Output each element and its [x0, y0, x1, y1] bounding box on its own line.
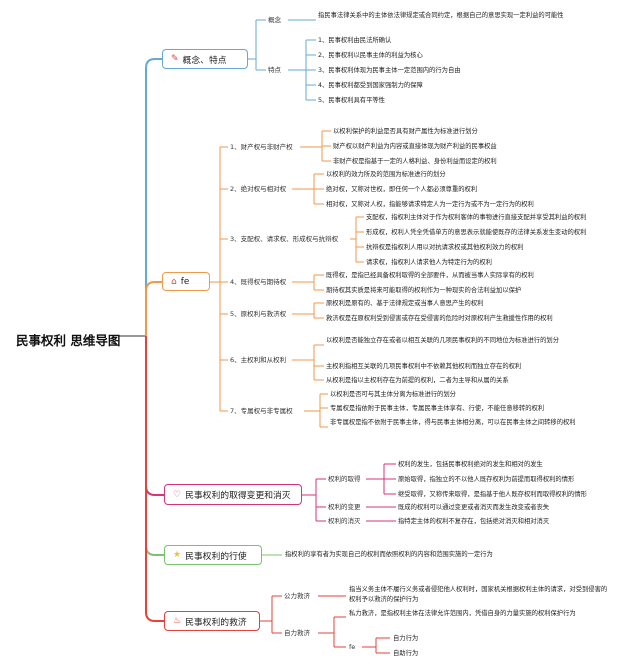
acquire-group-label: 权利的变更 [328, 503, 361, 511]
feature-item: 2、民事权利以民事主体的利益为核心 [318, 52, 423, 59]
type-group-label: 1、财产权与非财产权 [230, 143, 293, 151]
type-item: 绝对权，又称对世权，即任何一个人都必须尊重的权利 [326, 186, 478, 193]
type-group-label: 6、主权利和从权利 [230, 356, 287, 364]
relief-public-label: 公力救济 [284, 592, 310, 600]
type-item: 抗辩权是指权利人用以对抗请求权或其他权利效力的权利 [366, 244, 524, 251]
mind-map-root: 民事权利 思维导图 [16, 333, 121, 348]
type-item: 支配权，指权利主体对于作为权利客体的事物进行直接支配并享受其利益的权利 [366, 214, 587, 221]
house-icon: ⌂ [171, 276, 177, 287]
connector-line [145, 336, 164, 622]
feature-item: 1、民事权利由民法所确认 [318, 37, 392, 44]
type-item: 财产权以财产利益为内容或直接体现为财产利益的民事权益 [333, 143, 497, 150]
acquire-item: 权利的发生，包括民事权利绝对的发生和相对的发生 [398, 461, 543, 468]
branch-concept[interactable]: ✎ 概念、特点 [162, 49, 248, 69]
type-item: 请求权，指权利人请求他人为特定行为的权利 [366, 259, 492, 266]
branch-types[interactable]: ⌂ fe [162, 272, 210, 291]
features-label: 特点 [268, 66, 281, 74]
pencil-icon: ✎ [171, 54, 179, 64]
relief-fe-label: fe [349, 643, 356, 651]
connector-line [145, 58, 162, 336]
type-group-label: 4、既得权与期待权 [230, 278, 287, 286]
type-group-label: 2、绝对权与相对权 [230, 185, 287, 193]
type-item: 既得权，是指已经具备权利取得的全部要件，从而被当事人实际享有的权利 [326, 272, 534, 279]
feature-item: 4、民事权利都受到国家强制力的保障 [318, 82, 423, 89]
relief-fe-item: 自力行为 [393, 635, 419, 642]
type-item: 以权利保护的利益是否具有财产属性为标准进行划分 [333, 128, 478, 135]
feature-item: 5、民事权利具有平等性 [318, 97, 385, 104]
connector-line [145, 281, 162, 336]
type-group-label: 7、专属权与非专属权 [230, 407, 293, 415]
type-item: 非专属权是指不依附于民事主体，得与民事主体相分离，可以在民事主体之间转移的权利 [330, 419, 576, 426]
acquire-item: 既成的权利可以通过变更或者消灭而发生改变或者丧失 [398, 504, 550, 511]
connector-line [145, 336, 164, 496]
type-item: 以权利是否能独立存在或者以相互关联的几项民事权利的不同地位为标准进行的划分 [326, 337, 559, 344]
type-item: 以权利的效力所及的范围为标准进行的划分 [326, 171, 446, 178]
star-icon: ★ [173, 550, 182, 560]
concept-definition: 指民事法律关系中的主体依法律规定或合同约定，根据自己的意思实现一定利益的可能性 [318, 12, 564, 19]
acquire-item: 原始取得，指独立的不以他人既存权利为前提而取得权利的情形 [398, 476, 575, 483]
flame-icon: ♨ [173, 616, 182, 626]
relief-self-text: 私力救济，是指权利主体在法律允许范围内，凭借自身的力量实施的权利保护行为 [349, 610, 576, 617]
feature-item: 3、民事权利体现为民事主体一定范围内的行为自由 [318, 67, 461, 74]
connector-line [145, 336, 164, 556]
type-item: 从权利是指以主权利存在为前提的权利，二者为主导和从属的关系 [326, 377, 509, 384]
type-item: 专属权是指依附于民事主体，专属民事主体享有、行使，不能任意移转的权利 [330, 405, 545, 412]
branch-relief[interactable]: ♨ 民事权利的救济 [164, 611, 260, 631]
branch-acquire[interactable]: ♡ 民事权利的取得变更和消灭 [164, 484, 302, 505]
type-item: 救济权是在原权利受到侵害或存在受侵害的危险时对原权利产生救援性作用的权利 [326, 315, 553, 322]
acquire-group-label: 权利的消灭 [328, 517, 361, 525]
type-item: 形成权，权利人凭全凭借单方的意思表示就能使既存的法律关系发生变动的权利 [366, 229, 587, 236]
type-group-label: 3、支配权、请求权、形成权与抗辩权 [230, 235, 339, 243]
relief-fe-item: 自助行为 [393, 650, 419, 657]
heart-icon: ♡ [173, 489, 182, 500]
acquire-item: 继受取得，又称传来取得，是指基于他人既存权利而取得权利的情形 [398, 491, 587, 498]
type-item: 相对权，又称对人权，指能够请求特定人为一定行为或不为一定行为的权利 [326, 201, 534, 208]
acquire-group-label: 权利的取得 [328, 475, 361, 483]
type-item: 以权利是否可与其主体分离为标准进行的划分 [330, 391, 456, 398]
type-item: 主权利指相互关联的几项民事权利中不依赖其他权利而独立存在的权利 [326, 363, 522, 370]
type-item: 期待权其实质是将来可能取得的权利作为一种现实的合法利益加以保护 [326, 287, 522, 294]
acquire-item: 指特定主体的权利不复存在，包括绝对消灭和相对消灭 [398, 518, 550, 525]
branch-exercise[interactable]: ★ 民事权利的行使 [164, 545, 262, 565]
relief-public-text: 指当义务主体不履行义务或者侵犯他人权利时，国家机关根据权利主体的请求，对受到侵害… [349, 586, 608, 603]
type-item: 非财产权是指基于一定的人格利益、身份利益而设定的权利 [333, 158, 497, 165]
relief-self-label: 自力救济 [284, 629, 310, 637]
type-item: 原权利是原有的、基于法律规定或当事人意思产生的权利 [326, 300, 484, 307]
exercise-definition: 指权利的享有者为实现自己的权利而依照权利的内容和范围实施的一定行为 [285, 551, 493, 558]
type-group-label: 5、原权利与救济权 [230, 310, 287, 318]
concept-label: 概念 [268, 16, 281, 24]
